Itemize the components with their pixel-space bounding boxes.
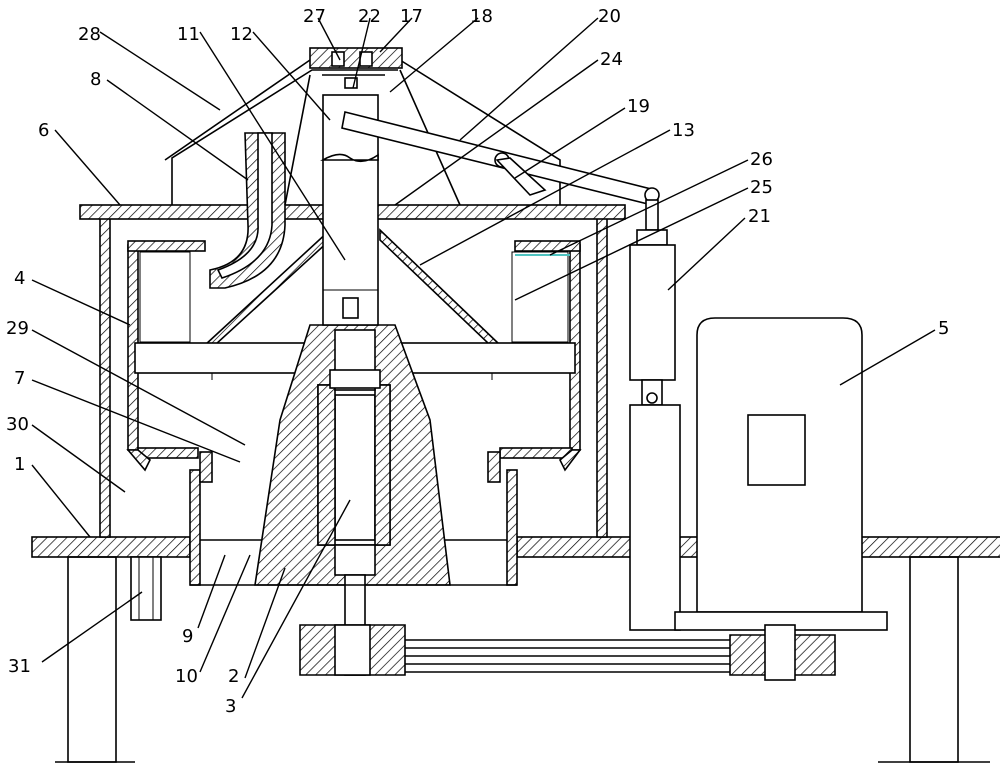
label-9: 9 [182, 626, 193, 647]
label-10: 10 [175, 666, 198, 687]
label-31: 31 [8, 656, 31, 677]
leader-lines [31, 17, 936, 699]
label-4: 4 [14, 268, 25, 289]
motor [674, 317, 888, 631]
support-legs [55, 556, 990, 763]
feed-pipe [209, 132, 286, 289]
label-29: 29 [6, 318, 29, 339]
label-25: 25 [750, 177, 773, 198]
label-26: 26 [750, 149, 773, 170]
label-17: 17 [400, 6, 423, 27]
label-28: 28 [78, 24, 101, 45]
reference-labels: 27 22 17 18 20 24 19 28 11 12 8 6 13 26 … [6, 6, 949, 717]
outlet-pipe [130, 556, 162, 621]
label-6: 6 [38, 120, 49, 141]
label-7: 7 [14, 368, 25, 389]
label-20: 20 [598, 6, 621, 27]
label-21: 21 [748, 206, 771, 227]
label-30: 30 [6, 414, 29, 435]
label-3: 3 [225, 696, 236, 717]
label-24: 24 [600, 49, 623, 70]
label-12: 12 [230, 24, 253, 45]
label-11: 11 [177, 24, 200, 45]
label-5: 5 [938, 318, 949, 339]
collecting-chamber [189, 451, 518, 586]
label-1: 1 [14, 454, 25, 475]
lever-arm [341, 111, 660, 206]
bearing-housing [254, 324, 451, 676]
hydraulic-cylinder [629, 199, 681, 631]
label-13: 13 [672, 120, 695, 141]
label-22: 22 [358, 6, 381, 27]
label-27: 27 [303, 6, 326, 27]
label-2: 2 [228, 666, 239, 687]
label-8: 8 [90, 69, 101, 90]
label-19: 19 [627, 96, 650, 117]
label-18: 18 [470, 6, 493, 27]
belt-drive [299, 624, 836, 681]
